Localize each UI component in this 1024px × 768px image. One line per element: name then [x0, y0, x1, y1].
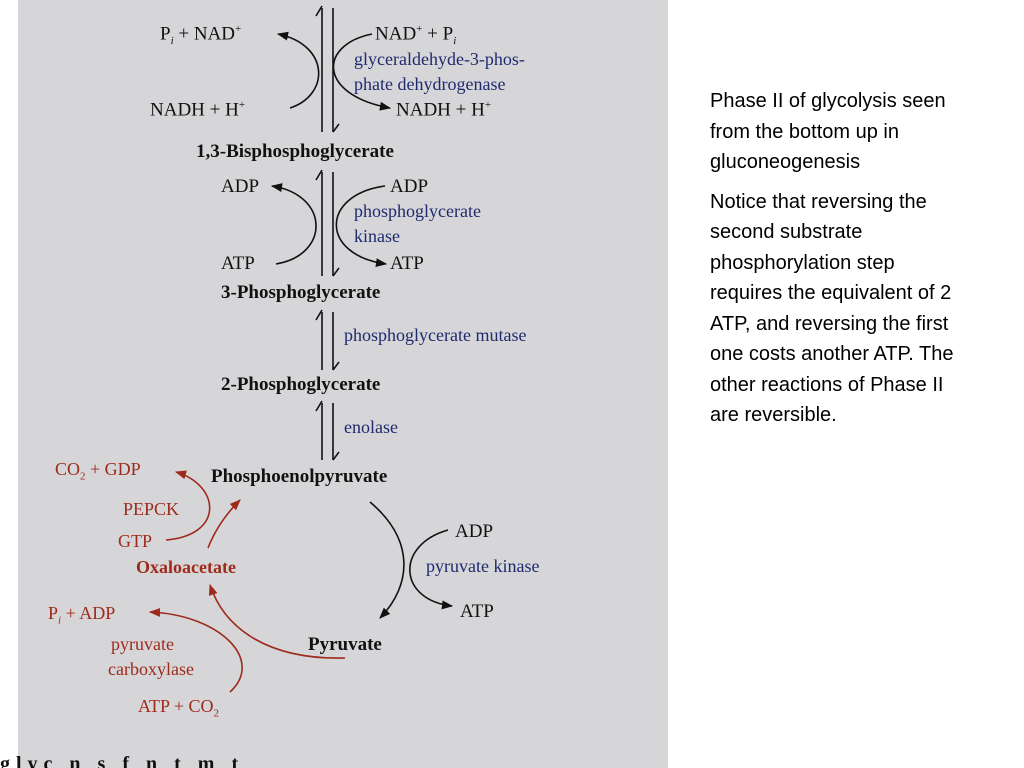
pyruvate-kinase-enzyme: pyruvate kinase — [426, 556, 540, 576]
step1-right-top-label: NAD+ + Pi — [375, 23, 457, 48]
step2-left-top-label: ADP — [221, 176, 260, 197]
compound-3-phosphoglycerate: 3-Phosphoglycerate — [221, 282, 381, 303]
pyruvate-kinase-side-curve — [409, 529, 454, 610]
pepck-enzyme: PEPCK — [123, 499, 180, 519]
step1-equilibrium-arrows — [315, 5, 340, 133]
compound-oxaloacetate: Oxaloacetate — [136, 557, 236, 577]
step1-right-curve — [332, 33, 392, 111]
step3-equilibrium-arrows — [315, 309, 340, 371]
step2-enzyme-line1: phosphoglycerate — [354, 201, 481, 221]
step1-left-top-label: Pi + NAD+ — [160, 23, 242, 48]
carboxylase-enzyme-line2: carboxylase — [108, 659, 194, 679]
compound-2-phosphoglycerate: 2-Phosphoglycerate — [221, 374, 381, 395]
pyruvate-carboxylase-side-curve — [148, 607, 243, 693]
compound-phosphoenolpyruvate: Phosphoenolpyruvate — [211, 466, 388, 487]
step4-equilibrium-arrows — [315, 400, 340, 461]
explanation-paragraph-2: Notice that reversing the second substra… — [710, 190, 954, 427]
pepck-arrow — [207, 499, 241, 549]
pepck-cosubstrate: GTP — [118, 531, 153, 551]
pepck-product-label: CO2 + GDP — [55, 459, 141, 483]
explanation-text: Phase II of glycolysis seen from the bot… — [710, 86, 955, 440]
step2-left-curve — [270, 183, 317, 265]
compound-pyruvate: Pyruvate — [308, 634, 382, 655]
cutoff-caption: glyc n s f n t m t — [0, 753, 245, 768]
pyruvate-kinase-main-arrow — [369, 501, 405, 619]
step1-right-bottom-label: NADH + H+ — [396, 99, 492, 121]
step2-left-bottom-label: ATP — [221, 253, 255, 274]
step1-enzyme-line2: phate dehydrogenase — [354, 74, 506, 94]
step2-right-bottom-label: ATP — [390, 253, 424, 274]
step4-enzyme: enolase — [344, 417, 398, 437]
step1-left-curve — [276, 31, 320, 109]
pyruvate-kinase-atp: ATP — [460, 601, 494, 622]
step2-right-top-label: ADP — [390, 176, 429, 197]
step1-left-bottom-label: NADH + H+ — [150, 99, 246, 121]
compound-1-3-bisphosphoglycerate: 1,3-Bisphosphoglycerate — [196, 141, 394, 162]
carboxylase-enzyme-line1: pyruvate — [111, 634, 174, 654]
pyruvate-kinase-adp: ADP — [455, 521, 494, 542]
step2-enzyme-line2: kinase — [354, 226, 400, 246]
explanation-paragraph-1: Phase II of glycolysis seen from the bot… — [710, 90, 946, 173]
step2-equilibrium-arrows — [315, 169, 340, 277]
carboxylase-substrate-label: ATP + CO2 — [138, 696, 219, 720]
pyruvate-carboxylase-arrow — [208, 583, 346, 659]
figure-panel — [18, 0, 668, 768]
step2-right-curve — [335, 185, 388, 268]
carboxylase-product-label: Pi + ADP — [48, 603, 116, 627]
step1-enzyme-line1: glyceraldehyde-3-phos- — [354, 49, 525, 69]
step3-enzyme: phosphoglycerate mutase — [344, 325, 527, 345]
pepck-side-curve — [165, 470, 211, 541]
